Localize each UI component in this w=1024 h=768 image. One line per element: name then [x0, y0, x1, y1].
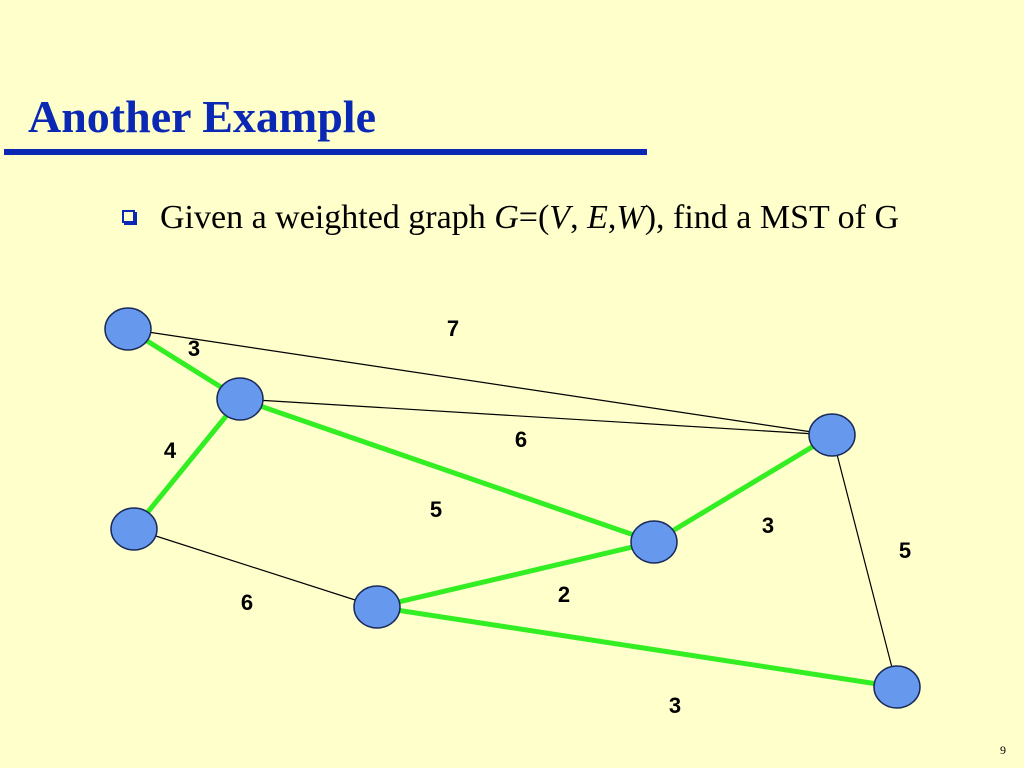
slide-title: Another Example	[28, 91, 376, 142]
mst-edge-e-g	[374, 604, 900, 690]
edge-d-g	[831, 434, 898, 688]
edge-weight-b-d: 6	[515, 427, 527, 452]
edge-weight-d-g: 5	[899, 538, 911, 563]
bullet-text-w: W	[616, 199, 645, 236]
bullet-text-suffix: ), find a MST of G	[644, 199, 900, 236]
edge-b-d	[239, 398, 833, 436]
edge-weight-a-b: 3	[188, 336, 200, 361]
edge-c-e	[133, 528, 378, 608]
bullet-text-v: V	[549, 199, 571, 236]
mst-edge-b-f	[237, 396, 657, 545]
graph-node-f	[630, 520, 678, 564]
edge-a-d	[127, 328, 833, 436]
mst-edge-b-c	[131, 396, 243, 532]
graph-node-b	[216, 377, 264, 421]
mst-edge-e-f	[374, 539, 657, 610]
graph-node-g	[873, 665, 921, 709]
bullet-text-eq: =(	[518, 199, 550, 236]
edge-weight-b-f: 5	[430, 497, 442, 522]
bullet-text: Given a weighted graph G=(V, E,W), find …	[160, 194, 970, 242]
bullet-square-icon	[122, 210, 135, 223]
graph-node-c	[110, 507, 158, 551]
bullet-text-comma: ,	[607, 199, 617, 236]
edge-weight-e-f: 2	[558, 582, 570, 607]
mst-edge-f-d	[651, 432, 835, 545]
edge-weight-e-g: 3	[669, 693, 681, 718]
edge-weight-c-e: 6	[241, 590, 253, 615]
page-number: 9	[1000, 743, 1006, 757]
nodes-layer	[104, 307, 921, 709]
edge-weight-b-c: 4	[164, 438, 177, 463]
weights-layer: 7 3 6 4 5 3 6 2 5 3	[164, 316, 911, 718]
bullet-text-prefix: Given a weighted graph	[160, 199, 495, 236]
graph-node-a	[104, 307, 152, 351]
graph-node-d	[808, 413, 856, 457]
bullet-text-g: G	[494, 199, 519, 236]
graph-node-e	[353, 585, 401, 629]
edge-weight-f-d: 3	[762, 513, 774, 538]
bullet-text-comma-space: ,	[570, 199, 588, 236]
title-underline	[4, 149, 647, 155]
edge-weight-a-d: 7	[447, 316, 459, 341]
edges-layer	[125, 326, 900, 690]
bullet-text-e: E	[587, 199, 608, 236]
